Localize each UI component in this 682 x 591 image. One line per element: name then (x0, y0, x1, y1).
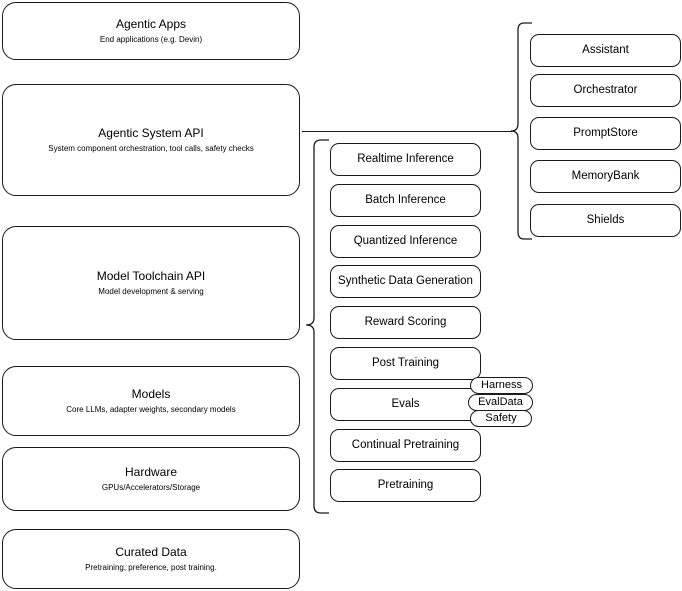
component-label: Orchestrator (573, 84, 638, 96)
eval-badge-harness[interactable]: Harness (470, 377, 533, 394)
layer-box-models[interactable]: Models Core LLMs, adapter weights, secon… (2, 366, 300, 436)
layer-subtitle: Model development & serving (98, 286, 204, 296)
eval-badge-label: Safety (485, 412, 517, 424)
capability-box-pretraining[interactable]: Pretraining (330, 469, 481, 502)
capability-label: Post Training (371, 357, 440, 369)
capability-box-reward-scoring[interactable]: Reward Scoring (330, 306, 481, 339)
component-box-memorybank[interactable]: MemoryBank (530, 160, 681, 193)
eval-badge-safety[interactable]: Safety (470, 410, 532, 427)
layer-subtitle: End applications (e.g. Devin) (99, 34, 203, 44)
layer-title: Models (131, 386, 171, 401)
layer-box-curated-data[interactable]: Curated Data Pretraining, preference, po… (2, 529, 300, 589)
capability-label: Quantized Inference (353, 235, 458, 247)
component-label: Shields (586, 214, 625, 226)
component-label: PromptStore (573, 127, 638, 139)
component-label: Assistant (582, 44, 629, 56)
eval-badge-evaldata[interactable]: EvalData (468, 394, 533, 411)
eval-badge-label: EvalData (478, 396, 523, 408)
capability-label: Synthetic Data Generation (338, 275, 473, 287)
layer-box-agentic-system-api[interactable]: Agentic System API System component orch… (2, 84, 300, 196)
capability-box-synthetic-data-generation[interactable]: Synthetic Data Generation (330, 265, 481, 298)
component-box-shields[interactable]: Shields (530, 204, 681, 237)
component-box-promptstore[interactable]: PromptStore (530, 117, 681, 150)
eval-badge-label: Harness (481, 379, 522, 391)
layer-subtitle: GPUs/Accelerators/Storage (101, 482, 201, 492)
capability-box-realtime-inference[interactable]: Realtime Inference (330, 143, 481, 176)
layer-subtitle: Pretraining, preference, post training. (85, 562, 217, 572)
capability-box-post-training[interactable]: Post Training (330, 347, 481, 380)
layer-box-hardware[interactable]: Hardware GPUs/Accelerators/Storage (2, 447, 300, 511)
layer-title: Agentic System API (98, 125, 204, 140)
layer-title: Model Toolchain API (96, 268, 206, 283)
capability-box-batch-inference[interactable]: Batch Inference (330, 184, 481, 217)
component-box-assistant[interactable]: Assistant (530, 34, 681, 67)
layer-box-model-toolchain-api[interactable]: Model Toolchain API Model development & … (2, 226, 300, 340)
capability-label: Realtime Inference (357, 153, 454, 165)
capability-box-continual-pretraining[interactable]: Continual Pretraining (330, 429, 481, 462)
capability-box-quantized-inference[interactable]: Quantized Inference (330, 225, 481, 258)
capability-label: Pretraining (377, 479, 434, 491)
layer-subtitle: System component orchestration, tool cal… (48, 143, 254, 153)
layer-title: Agentic Apps (115, 16, 187, 31)
layer-title: Hardware (124, 464, 178, 479)
layer-box-agentic-apps[interactable]: Agentic Apps End applications (e.g. Devi… (2, 2, 300, 60)
capability-label: Continual Pretraining (351, 439, 460, 451)
capability-label: Batch Inference (365, 194, 446, 206)
brace-toolchain-capabilities (305, 139, 329, 514)
capability-label: Reward Scoring (364, 316, 447, 328)
connector-line-system-api-to-components (302, 131, 512, 132)
component-box-orchestrator[interactable]: Orchestrator (530, 74, 681, 107)
component-label: MemoryBank (571, 170, 640, 182)
capability-box-evals[interactable]: Evals (330, 388, 481, 421)
layer-subtitle: Core LLMs, adapter weights, secondary mo… (66, 404, 236, 414)
capability-label: Evals (391, 398, 420, 410)
layer-title: Curated Data (115, 544, 187, 559)
